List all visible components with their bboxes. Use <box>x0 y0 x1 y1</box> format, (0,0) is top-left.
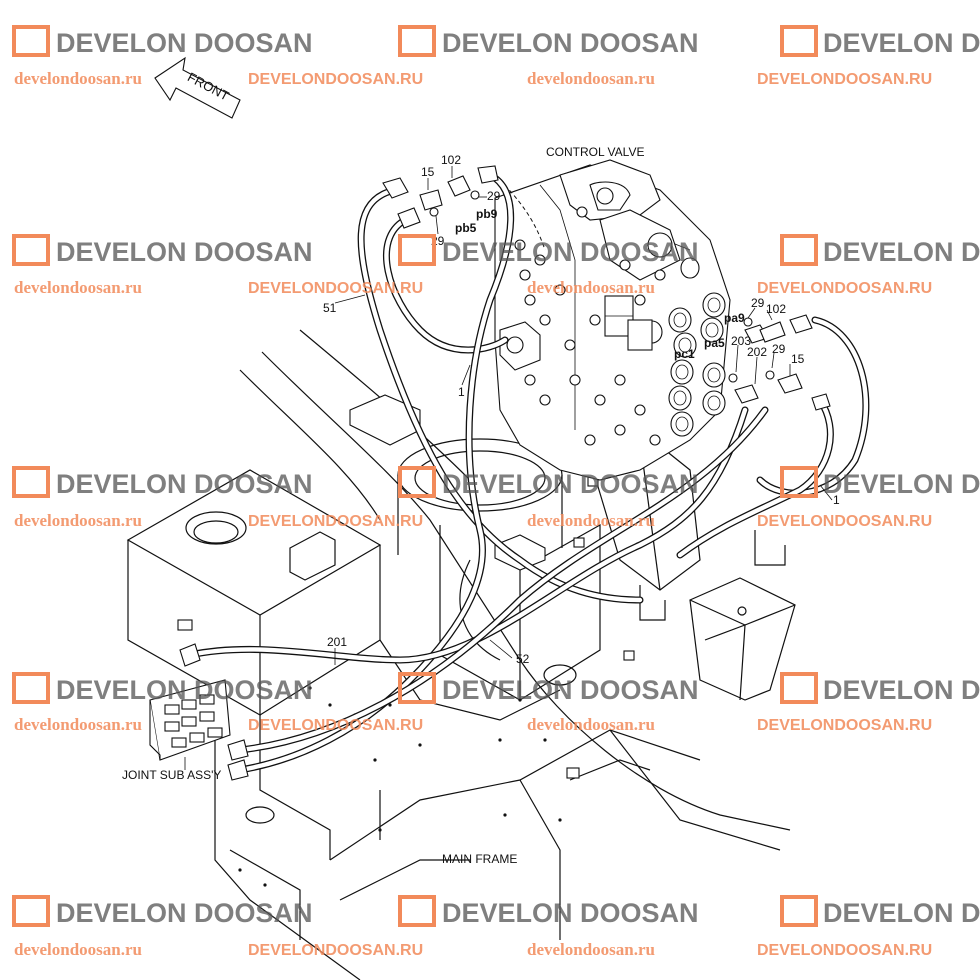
logo-mark-icon <box>12 234 50 266</box>
port-label-pa9: pa9 <box>724 311 745 325</box>
joint-sub-assy <box>149 679 231 761</box>
watermark-url: develondoosan.ru <box>14 278 142 297</box>
part-label-29-right: 29 <box>772 342 786 356</box>
part-label-29-right-top: 29 <box>751 296 765 310</box>
watermark-logo: DEVELON DOOSAN <box>56 237 313 267</box>
port-label-pb5: pb5 <box>455 221 477 235</box>
watermark-row-2: DEVELON DOOSAN DEVELON DOOSAN DEVELON DO… <box>12 234 980 297</box>
hose-1-left <box>382 216 509 354</box>
watermark-url: develondoosan.ru <box>14 715 142 734</box>
watermark-url: develondoosan.ru <box>527 940 655 959</box>
watermark-row-1: DEVELON DOOSAN DEVELON DOOSAN DEVELON DO… <box>12 25 980 88</box>
watermark-logo: DEVELON DOOSAN <box>823 898 980 928</box>
watermark-logo: DEVELON DOOSAN <box>442 675 699 705</box>
part-label-203: 203 <box>731 334 751 348</box>
watermark-url: develondoosan.ru <box>14 511 142 530</box>
logo-mark-icon <box>780 466 818 498</box>
hoses <box>186 171 870 774</box>
part-label-1-right: 1 <box>833 493 840 507</box>
logo-mark-icon <box>398 234 436 266</box>
watermark-url: DEVELONDOOSAN.RU <box>757 71 932 88</box>
logo-mark-icon <box>398 25 436 57</box>
watermark-url: DEVELONDOOSAN.RU <box>248 71 423 88</box>
watermark-logo: DEVELON DOOSAN <box>56 28 313 58</box>
logo-mark-icon <box>12 672 50 704</box>
watermark-logo: DEVELON DOOSAN <box>823 675 980 705</box>
watermark-logo: DEVELON DOOSAN <box>56 675 313 705</box>
front-arrow: FRONT <box>154 56 241 119</box>
logo-mark-icon <box>12 466 50 498</box>
logo-mark-icon <box>780 895 818 927</box>
valve-bolts <box>514 239 666 446</box>
watermark-url: DEVELONDOOSAN.RU <box>248 717 423 734</box>
watermark-url: develondoosan.ru <box>527 715 655 734</box>
watermark-url: develondoosan.ru <box>527 511 655 530</box>
control-valve <box>494 159 731 481</box>
watermark-logo: DEVELON DOOSAN <box>442 28 699 58</box>
main-frame-label: MAIN FRAME <box>442 852 517 866</box>
logo-mark-icon <box>398 466 436 498</box>
control-valve-label: CONTROL VALVE <box>546 145 644 159</box>
watermark-url: DEVELONDOOSAN.RU <box>757 942 932 959</box>
part-label-102-right: 102 <box>766 302 786 316</box>
watermark-url: DEVELONDOOSAN.RU <box>248 280 423 297</box>
logo-mark-icon <box>780 672 818 704</box>
watermark-logo: DEVELON DOOSAN <box>823 237 980 267</box>
logo-mark-icon <box>780 234 818 266</box>
port-label-pc1: pc1 <box>674 347 695 361</box>
watermark-logo: DEVELON DOOSAN <box>56 898 313 928</box>
watermark-logo: DEVELON DOOSAN <box>442 469 699 499</box>
watermark-url: DEVELONDOOSAN.RU <box>757 280 932 297</box>
watermark-row-5: DEVELON DOOSAN DEVELON DOOSAN DEVELON DO… <box>12 895 980 959</box>
watermark-url: DEVELONDOOSAN.RU <box>248 942 423 959</box>
logo-mark-icon <box>780 25 818 57</box>
logo-mark-icon <box>12 895 50 927</box>
part-label-202: 202 <box>747 345 767 359</box>
watermark-url: develondoosan.ru <box>14 940 142 959</box>
watermark-logo: DEVELON DOOSAN <box>823 469 980 499</box>
watermarks: DEVELON DOOSAN DEVELON DOOSAN DEVELON DO… <box>12 25 980 959</box>
watermark-logo: DEVELON DOOSAN <box>442 898 699 928</box>
leader-lines <box>184 166 833 770</box>
logo-mark-icon <box>398 895 436 927</box>
part-label-102-left: 102 <box>441 153 461 167</box>
part-label-52: 52 <box>516 652 530 666</box>
watermark-url: develondoosan.ru <box>527 278 655 297</box>
part-label-201: 201 <box>327 635 347 649</box>
port-label-pa5: pa5 <box>704 336 725 350</box>
watermark-url: develondoosan.ru <box>14 69 142 88</box>
part-label-51: 51 <box>323 301 337 315</box>
fittings <box>179 165 831 781</box>
hose-202 <box>236 406 769 754</box>
watermark-logo: DEVELON DOOSAN <box>823 28 980 58</box>
logo-mark-icon <box>398 672 436 704</box>
hose-52 <box>236 171 515 774</box>
frame-holes <box>238 686 562 887</box>
part-label-1-left: 1 <box>458 385 465 399</box>
watermark-row-3: DEVELON DOOSAN DEVELON DOOSAN DEVELON DO… <box>12 466 980 530</box>
watermark-row-4: DEVELON DOOSAN DEVELON DOOSAN DEVELON DO… <box>12 672 980 734</box>
joint-sub-assy-label: JOINT SUB ASS'Y <box>122 768 221 782</box>
watermark-url: DEVELONDOOSAN.RU <box>757 717 932 734</box>
port-label-pb9: pb9 <box>476 207 498 221</box>
part-label-15-left: 15 <box>421 165 435 179</box>
joint-fittings <box>164 694 223 748</box>
part-label-29-top: 29 <box>487 189 501 203</box>
logo-mark-icon <box>12 25 50 57</box>
watermark-url: DEVELONDOOSAN.RU <box>248 513 423 530</box>
watermark-url: develondoosan.ru <box>527 69 655 88</box>
hose-right-2 <box>676 396 834 559</box>
watermark-logo: DEVELON DOOSAN <box>56 469 313 499</box>
watermark-logo: DEVELON DOOSAN <box>442 237 699 267</box>
watermark-url: DEVELONDOOSAN.RU <box>757 513 932 530</box>
part-label-15-right: 15 <box>791 352 805 366</box>
hose-201 <box>186 406 749 664</box>
